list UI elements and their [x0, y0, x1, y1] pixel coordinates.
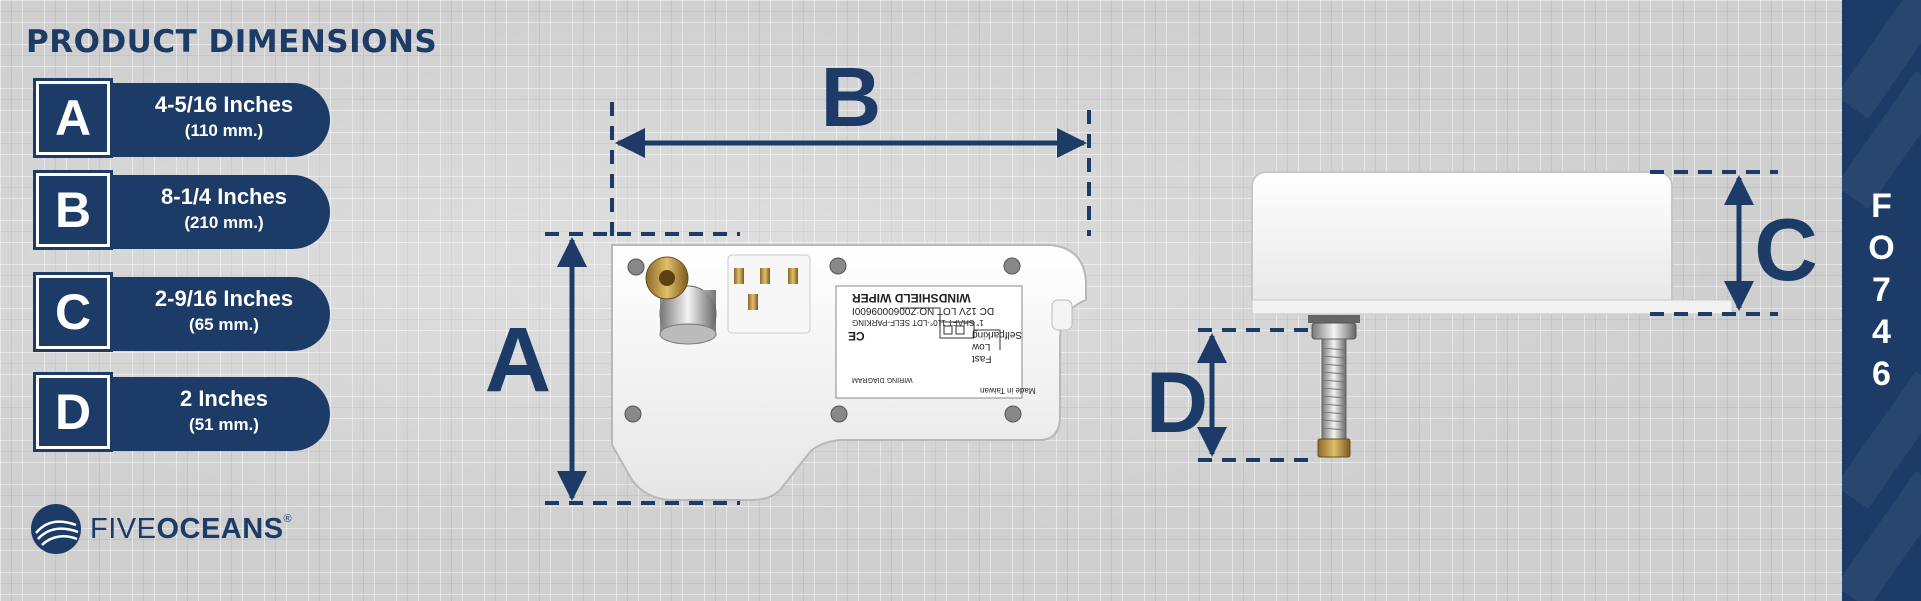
product-code-char: O: [1868, 229, 1895, 267]
product-diagram: B A: [485, 50, 1818, 505]
spec-text: 8-1/4 Inches (210 mm.): [124, 183, 324, 235]
spec-letter: B: [54, 182, 92, 238]
brand-name-part2: OCEANS: [156, 512, 284, 545]
label-line2: DC 12V LOT NO:Z0060009600I: [852, 305, 994, 316]
spec-a: A 4-5/16 Inches (110 mm.): [33, 78, 330, 159]
spec-letter: C: [54, 284, 92, 340]
product-code-char: F: [1871, 187, 1892, 225]
spec-text: 2-9/16 Inches (65 mm.): [124, 285, 324, 337]
spec-letter: D: [54, 384, 92, 440]
waves-logo-icon: [31, 504, 81, 554]
label-d: D: [1146, 355, 1208, 451]
spec-pill: [76, 175, 330, 249]
label-b: B: [821, 50, 882, 144]
product-code: F O 7 4 6: [1842, 185, 1921, 395]
page-title: PRODUCT DIMENSIONS: [26, 24, 438, 60]
spec-inches: 2 Inches: [179, 386, 269, 411]
dimension-b: B: [610, 50, 1091, 236]
dimension-c: C: [1650, 170, 1818, 316]
product-code-char: 7: [1872, 271, 1891, 309]
spec-letter-box: C: [33, 272, 113, 352]
spec-text: 2 Inches (51 mm.): [124, 385, 324, 437]
brand-name-part1: FIVE: [90, 512, 157, 545]
label-line3: 1" SHAFT 110°-LDT SELF-PARKING: [852, 318, 984, 327]
dimension-a: A: [485, 232, 740, 505]
ce-mark: CE: [848, 329, 865, 343]
spec-b: B 8-1/4 Inches (210 mm.): [33, 170, 330, 251]
spec-pill: [76, 83, 330, 157]
spec-pill: [76, 377, 330, 451]
label-speed-fast: Fast: [972, 353, 992, 364]
brand-logo: FIVEOCEANS®: [30, 503, 292, 555]
spec-pill: [76, 277, 330, 351]
spec-letter-box: A: [33, 78, 113, 158]
label-a: A: [485, 309, 551, 411]
spec-letter-box: D: [33, 372, 113, 452]
label-speed-selfparking: Selfparking: [972, 329, 1022, 340]
spec-mm: (210 mm.): [184, 213, 264, 232]
label-made-in: Made in Taiwan: [980, 386, 1035, 395]
spec-c: C 2-9/16 Inches (65 mm.): [33, 272, 330, 353]
label-c: C: [1754, 200, 1818, 299]
label-wiring: WIRING DIAGRAM: [852, 376, 913, 383]
spec-letter: A: [54, 90, 92, 146]
dimension-d: D: [1146, 328, 1318, 462]
spec-mm: (51 mm.): [189, 415, 259, 434]
product-code-char: 4: [1872, 313, 1891, 351]
registered-mark: ®: [283, 512, 293, 525]
brand-name: FIVEOCEANS®: [90, 513, 292, 546]
spec-inches: 2-9/16 Inches: [154, 286, 294, 311]
label-speed-low: Low: [971, 341, 990, 352]
product-code-char: 6: [1872, 355, 1891, 393]
spec-inches: 8-1/4 Inches: [161, 184, 287, 209]
spec-text: 4-5/16 Inches (110 mm.): [124, 91, 324, 143]
spec-d: D 2 Inches (51 mm.): [33, 372, 330, 453]
spec-inches: 4-5/16 Inches: [154, 92, 294, 117]
product-code-sidebar: F O 7 4 6: [1842, 0, 1921, 601]
spec-mm: (65 mm.): [189, 315, 259, 334]
spec-mm: (110 mm.): [184, 121, 264, 140]
label-line1: WINDSHIELD WIPER: [852, 291, 971, 305]
motor-plate: WINDSHIELD WIPER DC 12V LOT NO:Z00600096…: [611, 244, 1087, 501]
spec-letter-box: B: [33, 170, 113, 250]
motor-side-view: [1251, 171, 1733, 458]
